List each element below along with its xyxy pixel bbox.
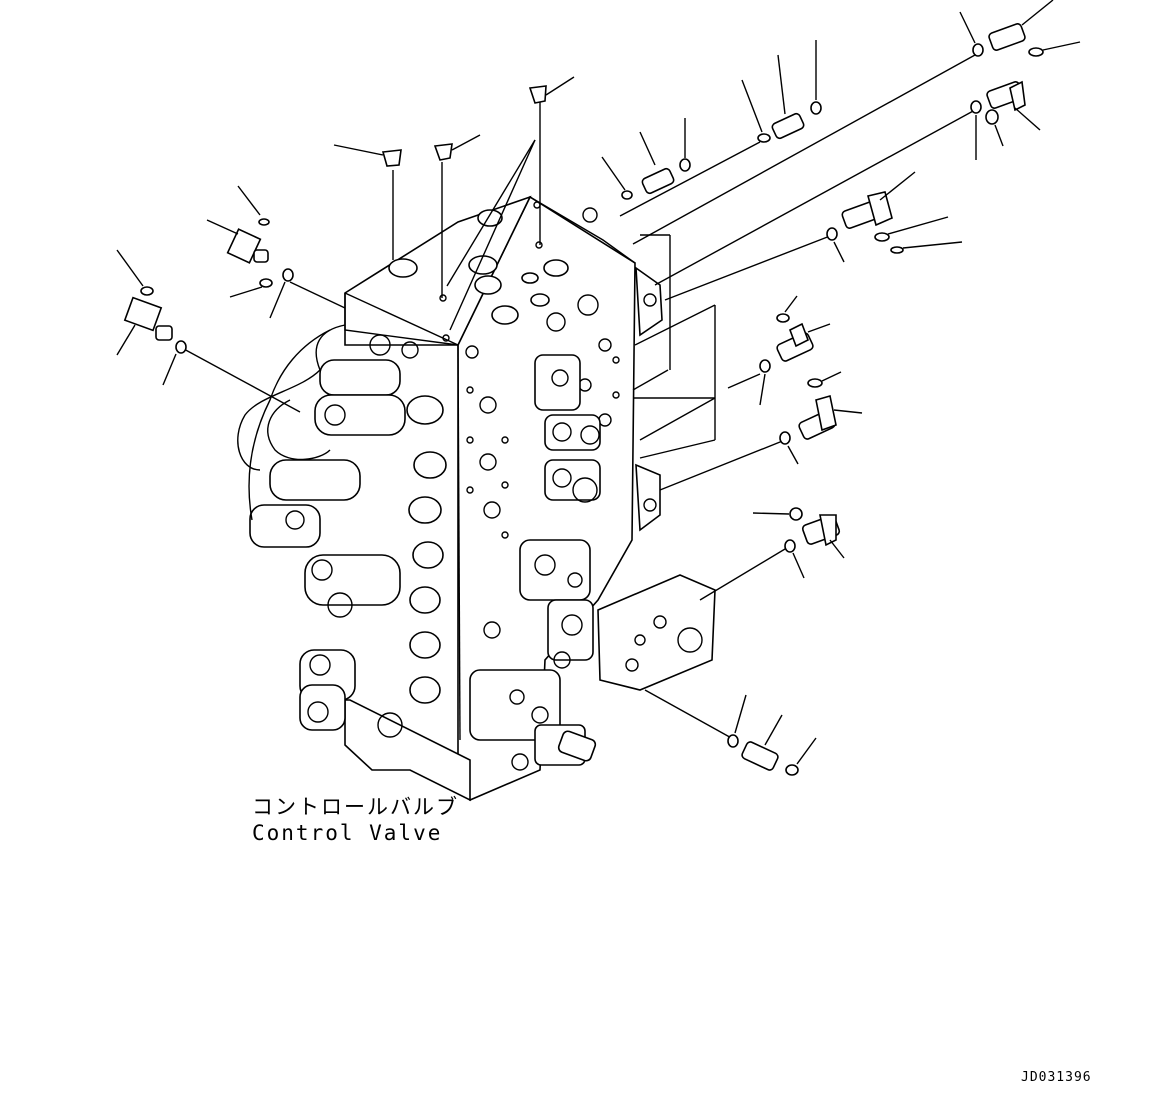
solenoid-connector-2-icon: [116, 249, 187, 386]
drawing-code: JD031396: [1021, 1070, 1092, 1085]
fitting-e-icon: [826, 171, 963, 263]
solenoid-stack: [249, 334, 479, 738]
fittings: [116, 0, 1081, 776]
fitting-j-icon: [557, 730, 597, 762]
fitting-i-icon: [727, 694, 817, 776]
fitting-g-icon: [779, 371, 863, 465]
caption-english: Control Valve: [252, 821, 443, 845]
right-face-ports: [466, 294, 620, 639]
end-section: [582, 207, 716, 691]
fitting-b-icon: [741, 40, 822, 143]
cap-3-icon: [528, 76, 575, 104]
leader-lines: [181, 54, 976, 741]
control-valve-body: [237, 195, 716, 802]
top-plugs: [388, 201, 569, 342]
fitting-d-icon: [970, 80, 1041, 160]
fitting-c-icon: [959, 0, 1081, 57]
solenoid-connector-1-icon: [206, 185, 294, 319]
caption-japanese: コントロールバルブ: [252, 795, 459, 819]
cap-1-icon: [333, 144, 402, 167]
fitting-h-icon: [752, 507, 845, 579]
wiring-harness: [237, 324, 346, 521]
fitting-a-icon: [601, 118, 691, 200]
control-valve-caption: コントロールバルブ Control Valve: [252, 794, 459, 846]
fitting-f-icon: [727, 295, 831, 406]
cap-2-icon: [433, 134, 481, 161]
